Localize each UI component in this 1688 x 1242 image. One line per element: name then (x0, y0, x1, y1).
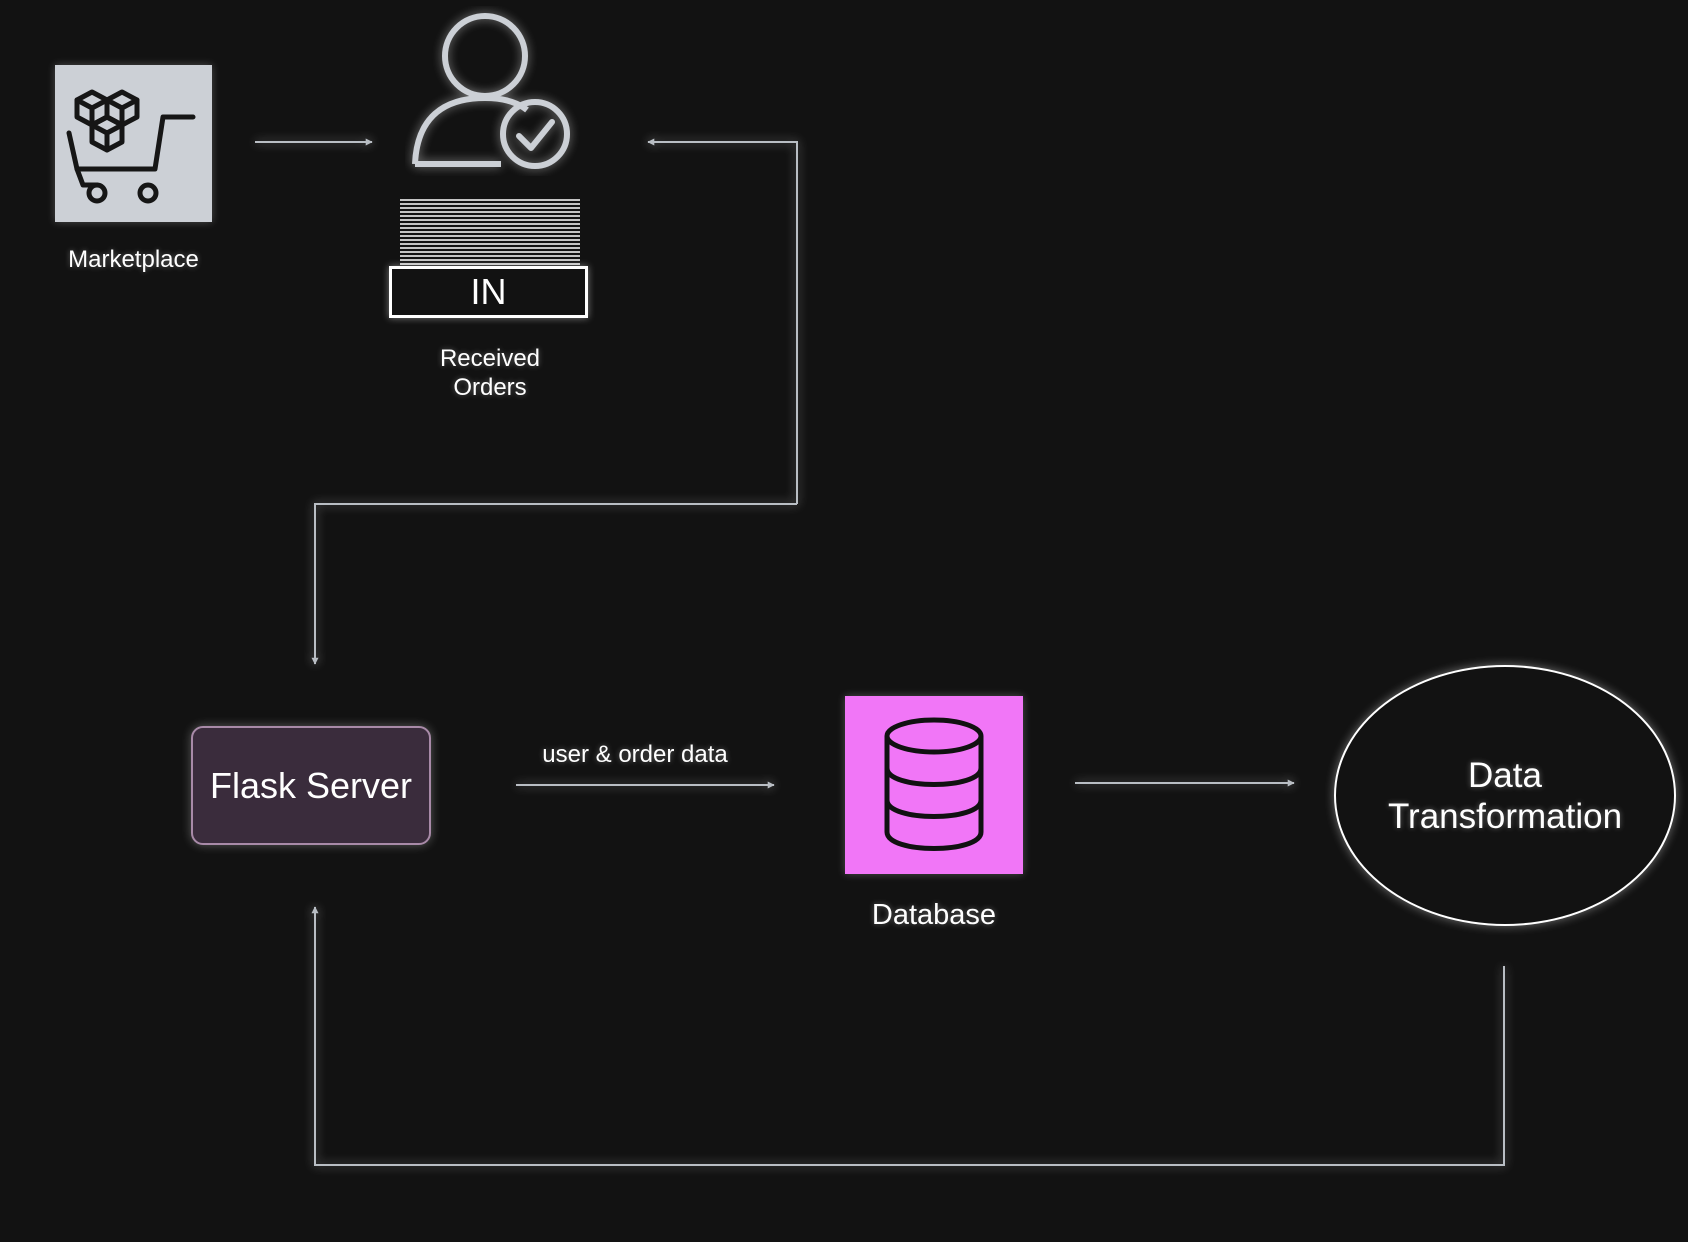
inbox-tray-icon (398, 198, 582, 268)
edge-transformation-to-flask (311, 906, 1505, 1166)
inbox-tray: IN (389, 266, 588, 318)
data-transformation-label: Data Transformation (1336, 755, 1674, 837)
edge-loop-to-flask-server (311, 503, 797, 665)
flask-server-node[interactable]: Flask Server (191, 726, 431, 845)
received-orders-label-line2: Orders (453, 374, 527, 401)
database-label: Database (871, 899, 997, 931)
edge-label-user-order-data: user & order data (542, 741, 728, 768)
data-transformation-label-line1: Data (1468, 756, 1542, 795)
database-node[interactable] (845, 696, 1023, 874)
edge-loop-to-orders (647, 138, 798, 504)
database-cylinder-icon (884, 717, 984, 851)
shopping-cart-boxes-icon (66, 89, 196, 204)
received-orders-label: Received Orders (400, 344, 580, 402)
data-transformation-label-line2: Transformation (1387, 797, 1623, 836)
received-orders-label-line1: Received (439, 345, 541, 372)
marketplace-label: Marketplace (68, 246, 199, 273)
user-check-icon[interactable] (405, 6, 585, 176)
data-transformation-node[interactable]: Data Transformation (1334, 665, 1676, 926)
marketplace-node[interactable] (55, 65, 212, 222)
